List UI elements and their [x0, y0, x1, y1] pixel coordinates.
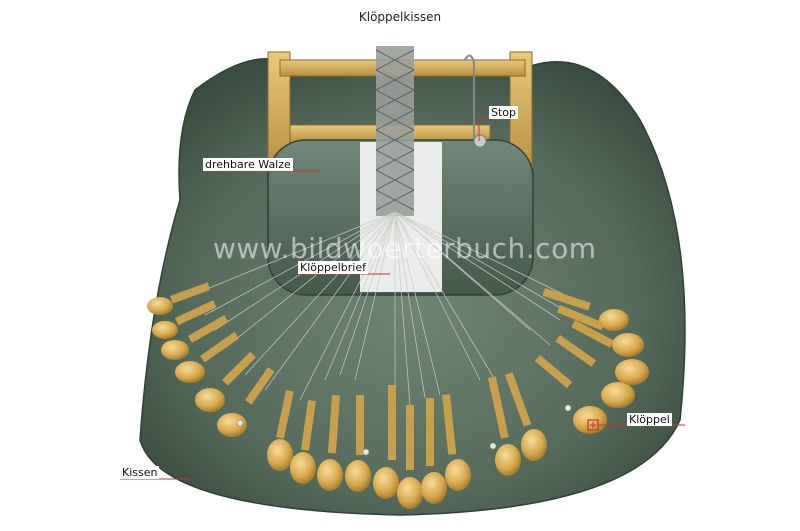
bobbin — [152, 300, 217, 339]
lace-strip — [375, 46, 415, 216]
bobbin — [505, 372, 547, 461]
label-kloeppel: Klöppel — [627, 413, 672, 426]
bobbin — [290, 400, 316, 484]
bobbin — [442, 394, 471, 491]
watermark: www.bildwoerterbuch.com — [213, 232, 597, 265]
threads — [179, 211, 591, 406]
rotating-roller — [267, 139, 534, 296]
label-kloeppelbrief: Klöppelbrief — [298, 261, 368, 274]
bobbin — [488, 376, 521, 476]
bobbin — [161, 315, 229, 360]
bobbin-marker-plus — [590, 422, 596, 428]
bobbin — [345, 395, 371, 492]
leader-stop — [478, 117, 489, 141]
bobbin — [147, 282, 211, 315]
bobbin — [317, 395, 343, 491]
bobbin — [175, 331, 239, 383]
pins — [236, 404, 572, 456]
label-drehbare-walze: drehbare Walze — [203, 158, 293, 171]
bobbin — [373, 385, 399, 499]
label-stop: Stop — [489, 106, 519, 119]
stop-pin — [464, 54, 487, 148]
diagram-title: Klöppelkissen — [358, 10, 442, 24]
bobbin — [571, 320, 649, 385]
label-kissen: Kissen — [120, 466, 160, 479]
bobbin — [217, 367, 275, 437]
bobbin — [557, 305, 644, 357]
bobbin — [397, 405, 423, 509]
bobbin — [542, 287, 629, 331]
bobbin — [555, 334, 635, 408]
bobbin — [421, 398, 447, 504]
bobbins — [147, 282, 649, 509]
bobbin — [267, 390, 294, 471]
bobbin — [195, 351, 256, 412]
